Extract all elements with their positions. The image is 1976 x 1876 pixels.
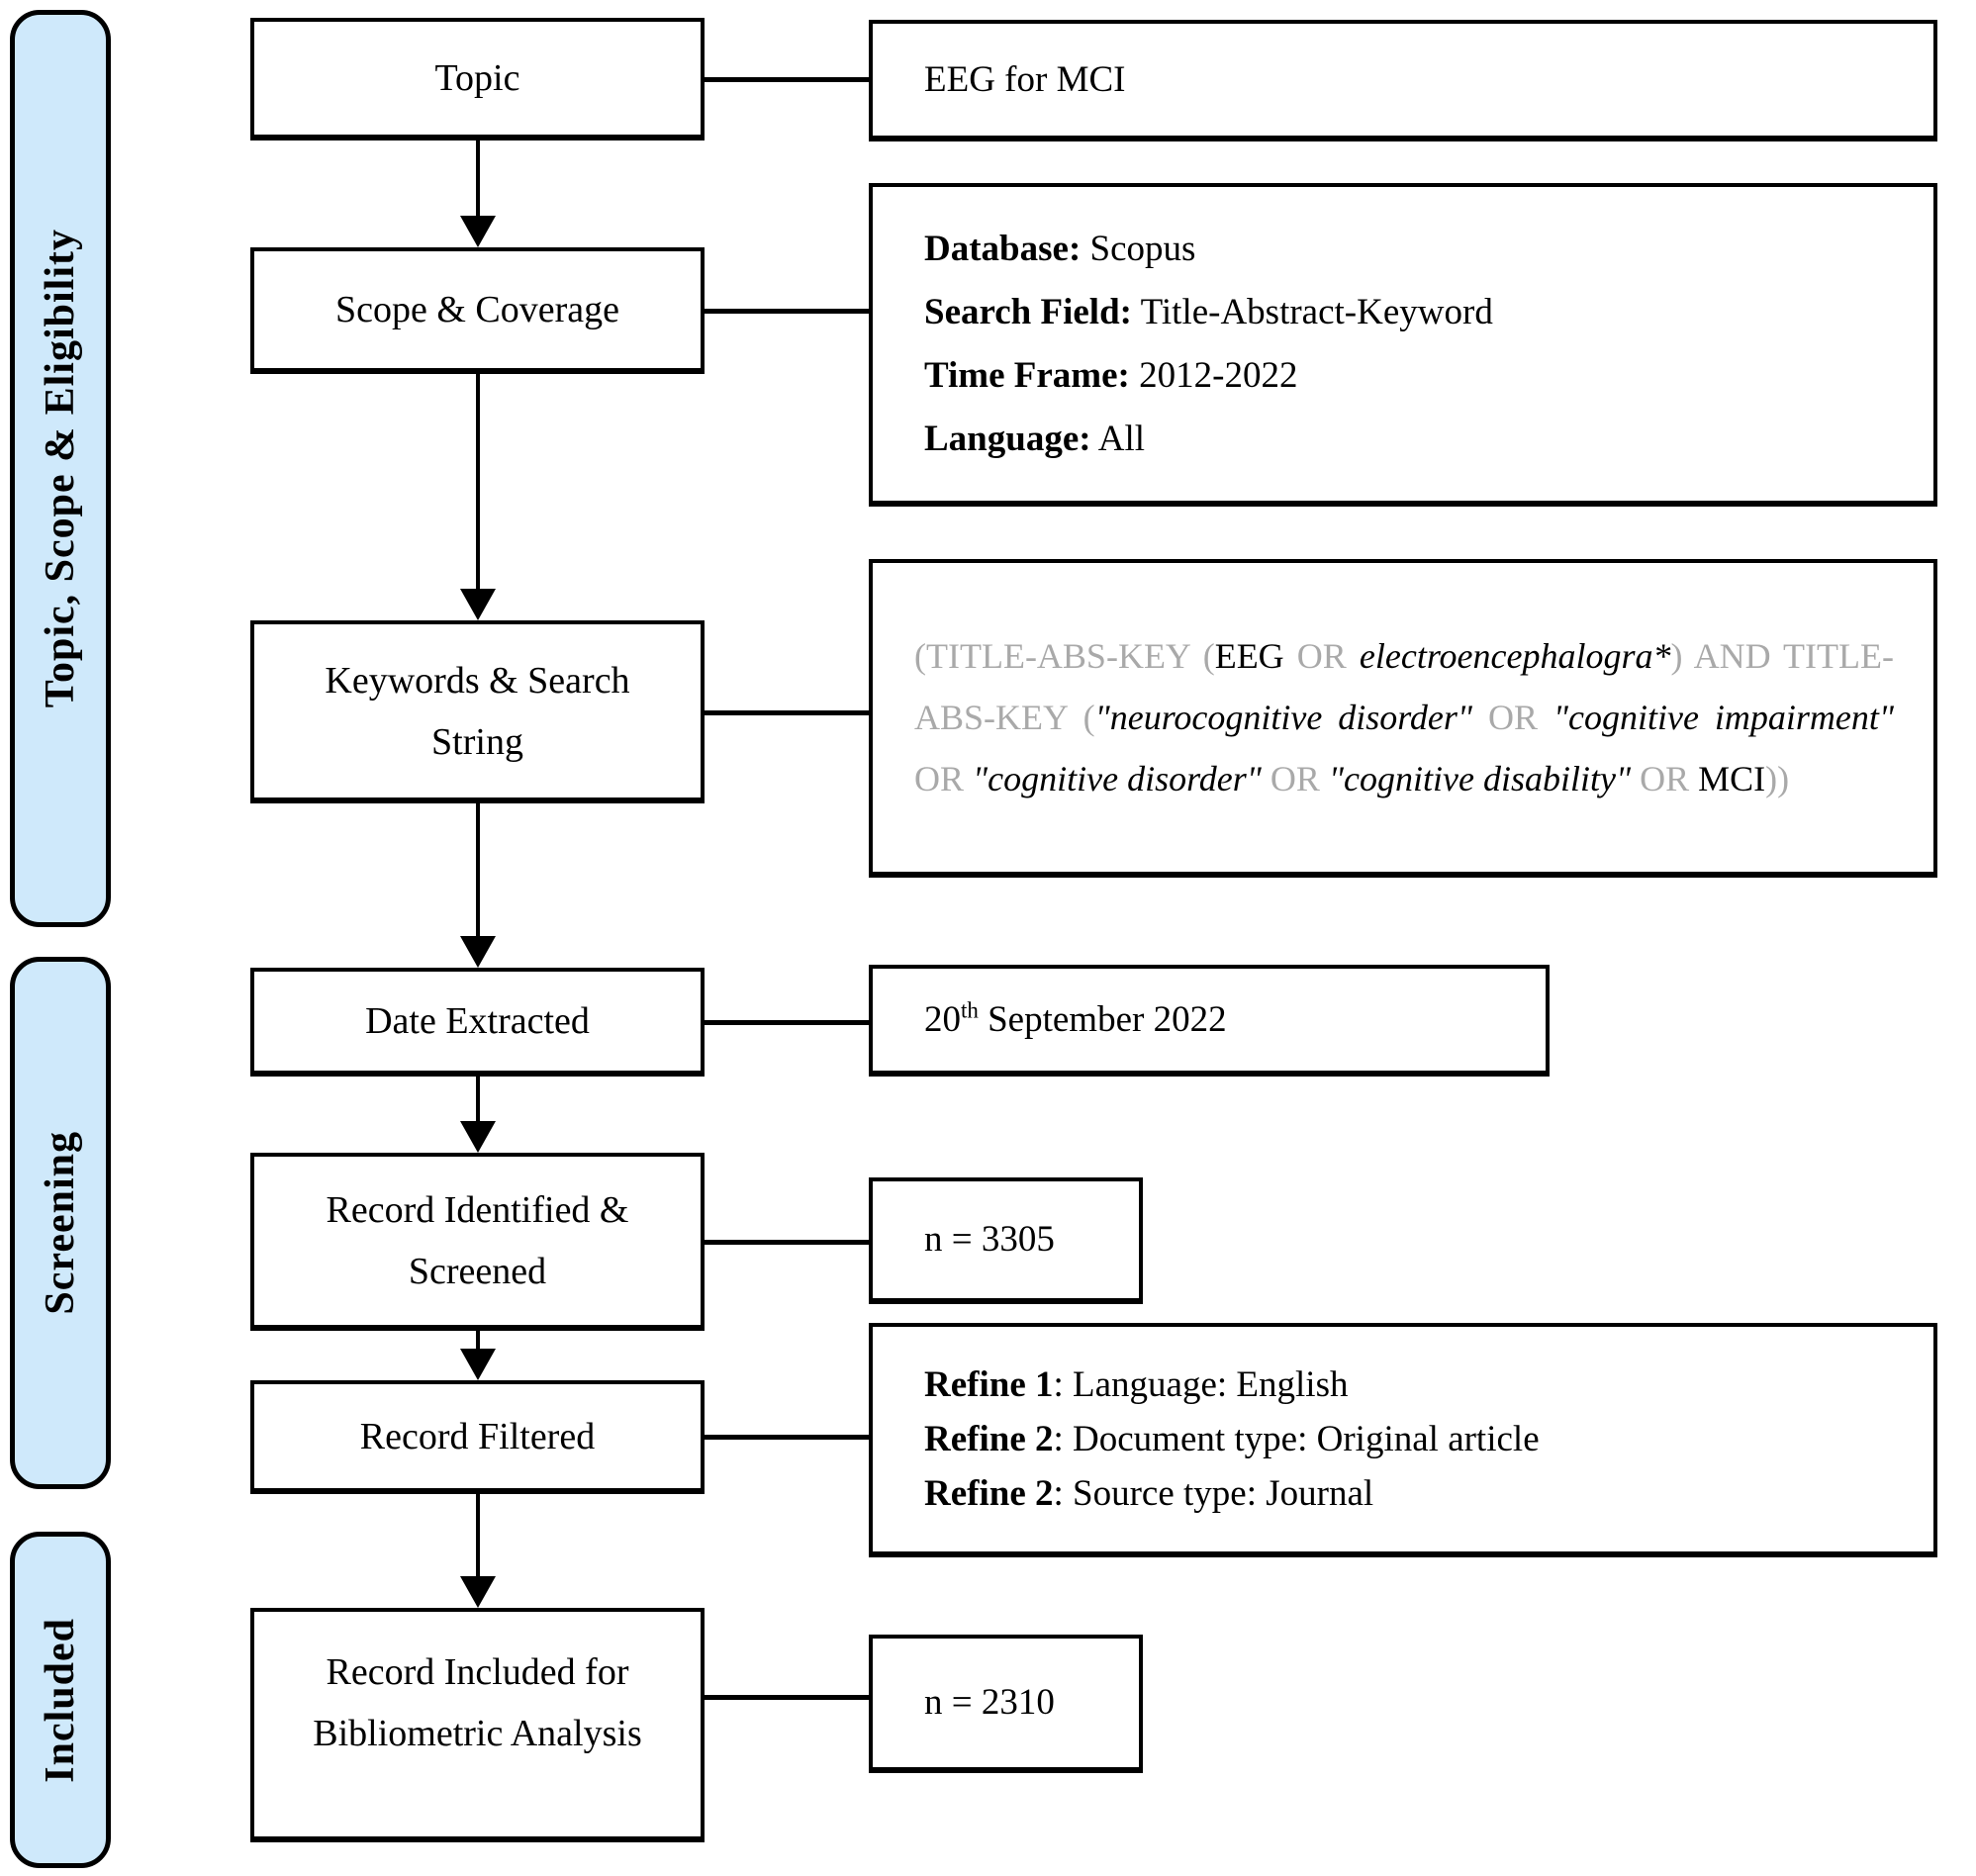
- arrow-head-icon: [460, 216, 496, 247]
- search-string-segment: electroencephalogra*: [1359, 636, 1671, 676]
- flow-step-record-filtered: Record Filtered: [250, 1380, 705, 1494]
- search-string-segment: "cognitive disability": [1328, 759, 1632, 798]
- refine-row-3: Refine 2: Source type: Journal: [873, 1466, 1933, 1521]
- arrow-head-icon: [460, 1121, 496, 1153]
- flow-step-record-identified-screened: Record Identified & Screened: [250, 1153, 705, 1331]
- date-value: 20th September 2022: [873, 988, 1546, 1052]
- scope-row-label: Time Frame:: [924, 354, 1130, 396]
- scope-row-label: Database:: [924, 228, 1082, 269]
- arrow-head-icon: [460, 589, 496, 620]
- connector-line: [705, 710, 869, 715]
- sidebar-group-label: Topic, Scope & Eligibility: [38, 229, 83, 708]
- detail-box-topic: EEG for MCI: [869, 20, 1937, 141]
- search-string-segment: )): [1765, 759, 1790, 798]
- sidebar-group-label: Included: [38, 1617, 83, 1783]
- flow-step-label: Scope & Coverage: [334, 289, 620, 330]
- records-screened-count: n = 3305: [924, 1219, 1055, 1260]
- flow-step-keywords-search-string: Keywords & Search String: [250, 620, 705, 803]
- flow-step-label: Record Filtered: [359, 1415, 596, 1457]
- scope-row-database: Database: Scopus: [873, 218, 1933, 281]
- connector-line: [705, 1240, 869, 1245]
- search-string-segment: MCI: [1698, 759, 1766, 798]
- sidebar-group-topic-scope-eligibility: Topic, Scope & Eligibility: [10, 10, 111, 927]
- scope-row-label: Language:: [924, 418, 1091, 459]
- arrow-line: [476, 141, 480, 216]
- records-included-count: n = 2310: [924, 1682, 1055, 1723]
- sidebar-group-screening: Screening: [10, 957, 111, 1489]
- detail-box-records-screened-count: n = 3305: [869, 1177, 1143, 1304]
- refine-row-label: Refine 1: [924, 1364, 1054, 1405]
- arrow-line: [476, 1331, 480, 1349]
- search-string-segment: "cognitive disorder": [973, 759, 1262, 798]
- connector-line: [705, 309, 869, 314]
- arrow-line: [476, 803, 480, 936]
- refine-row-value: : Language: English: [1053, 1364, 1349, 1405]
- flow-step-label: Record Included for Bibliometric Analysi…: [313, 1651, 642, 1754]
- connector-line: [705, 1020, 869, 1025]
- scope-row-value: Title-Abstract-Keyword: [1132, 291, 1493, 332]
- detail-box-date: 20th September 2022: [869, 965, 1550, 1077]
- date-ordinal: th: [961, 997, 979, 1023]
- flow-step-date-extracted: Date Extracted: [250, 968, 705, 1077]
- scope-row-value: 2012-2022: [1129, 354, 1298, 396]
- search-string-segment: OR: [1631, 759, 1699, 798]
- date-number: 20: [924, 998, 961, 1040]
- detail-box-records-included-count: n = 2310: [869, 1635, 1143, 1773]
- search-string-segment: ) AND TITLE-ABS-KEY (: [914, 636, 1894, 737]
- search-string-segment: EEG: [1214, 636, 1284, 676]
- scope-row-search-field: Search Field: Title-Abstract-Keyword: [873, 281, 1933, 344]
- flow-step-label: Date Extracted: [365, 1000, 590, 1042]
- flow-step-scope-coverage: Scope & Coverage: [250, 247, 705, 374]
- flow-step-topic: Topic: [250, 18, 705, 141]
- flow-step-label: Keywords & Search String: [325, 659, 630, 763]
- topic-value: EEG for MCI: [924, 58, 1126, 100]
- connector-line: [705, 1435, 869, 1440]
- flow-step-record-included: Record Included for Bibliometric Analysi…: [250, 1608, 705, 1842]
- arrow-head-icon: [460, 1576, 496, 1608]
- refine-row-value: : Document type: Original article: [1053, 1419, 1540, 1459]
- refine-row-2: Refine 2: Document type: Original articl…: [873, 1412, 1933, 1466]
- arrow-head-icon: [460, 936, 496, 968]
- connector-line: [705, 1695, 869, 1700]
- detail-box-refine: Refine 1: Language: English Refine 2: Do…: [869, 1323, 1937, 1557]
- arrow-head-icon: [460, 1349, 496, 1380]
- search-string-segment: OR: [1261, 759, 1329, 798]
- search-string-segment: "neurocognitive disorder": [1094, 698, 1473, 737]
- detail-box-scope: Database: Scopus Search Field: Title-Abs…: [869, 183, 1937, 507]
- detail-box-search-string: (TITLE-ABS-KEY (EEG OR electroencephalog…: [869, 559, 1937, 878]
- search-string-segment: OR: [1472, 698, 1553, 737]
- refine-row-label: Refine 2: [924, 1473, 1054, 1514]
- flow-step-label: Record Identified & Screened: [326, 1189, 629, 1292]
- search-string-segment: OR: [914, 759, 974, 798]
- search-string-segment: OR: [1283, 636, 1360, 676]
- refine-row-1: Refine 1: Language: English: [873, 1358, 1933, 1412]
- search-string-text: (TITLE-ABS-KEY (EEG OR electroencephalog…: [914, 625, 1894, 809]
- scope-row-language: Language: All: [873, 408, 1933, 471]
- search-string-segment: (TITLE-ABS-KEY (: [914, 636, 1215, 676]
- sidebar-group-label: Screening: [38, 1131, 83, 1315]
- scope-row-value: Scopus: [1081, 228, 1196, 269]
- connector-line: [705, 77, 869, 82]
- refine-row-value: : Source type: Journal: [1053, 1473, 1374, 1514]
- arrow-line: [476, 374, 480, 589]
- scope-row-time-frame: Time Frame: 2012-2022: [873, 344, 1933, 408]
- arrow-line: [476, 1494, 480, 1576]
- sidebar-group-included: Included: [10, 1532, 111, 1868]
- scope-row-value: All: [1090, 418, 1146, 459]
- search-string-segment: "cognitive impairment": [1553, 698, 1894, 737]
- flow-step-label: Topic: [434, 57, 520, 99]
- refine-row-label: Refine 2: [924, 1419, 1054, 1459]
- scope-row-label: Search Field:: [924, 291, 1132, 332]
- arrow-line: [476, 1077, 480, 1121]
- date-rest: September 2022: [978, 998, 1227, 1040]
